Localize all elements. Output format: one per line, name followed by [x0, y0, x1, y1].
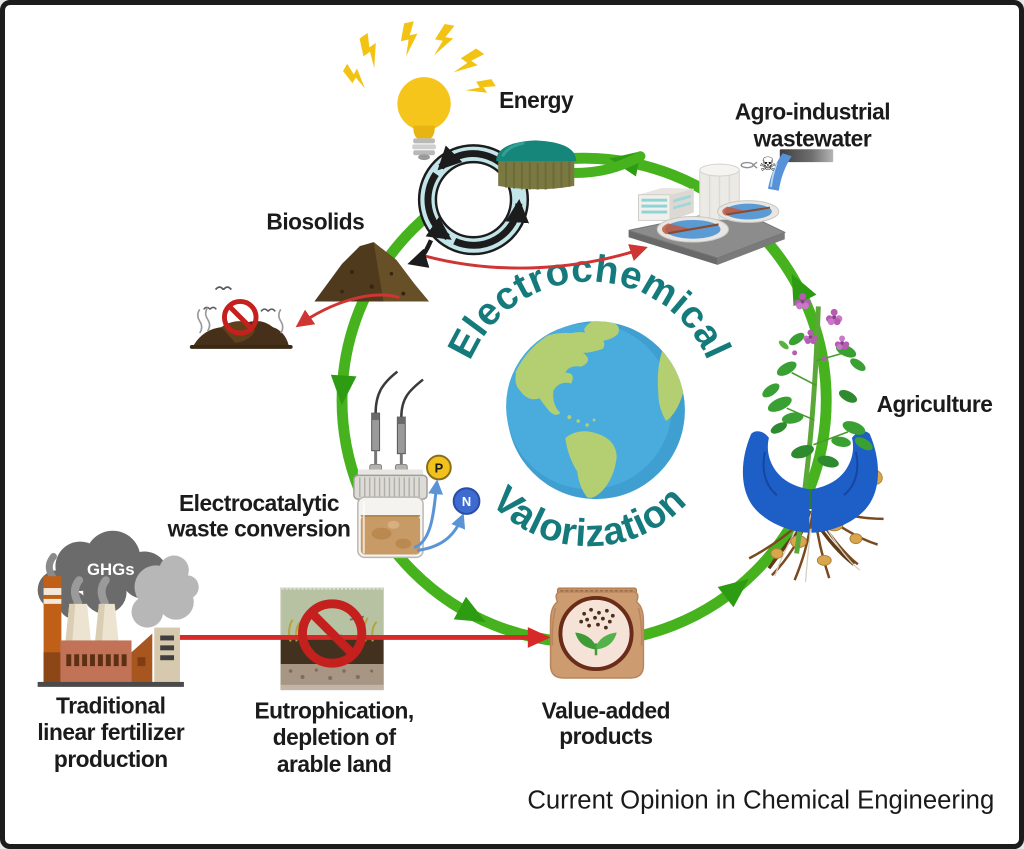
electrolysis-cell-icon: P N [353, 370, 481, 559]
globe-south-america [565, 431, 617, 498]
red-arrow-energy-to-plant [424, 244, 648, 270]
blue-arrow-to-phosphorus [413, 479, 444, 549]
cycle-arrowhead [328, 374, 357, 406]
prohibition-icon-large [298, 599, 367, 668]
water-streak [770, 162, 778, 187]
electrode-band [397, 417, 406, 425]
label-biosolids: Biosolids [266, 208, 364, 234]
red-arrowhead [527, 627, 551, 648]
toxic-water-stream [767, 153, 792, 191]
factory-icon [37, 576, 184, 687]
energy-group [340, 21, 648, 270]
label-value-added-line1: Value-added [542, 697, 670, 723]
light-bulb-icon [397, 77, 451, 161]
label-eutrophication-line1: Eutrophication, [255, 697, 414, 723]
black-arrow-to-biosolids [407, 239, 434, 268]
fish-skeleton-icon [740, 161, 758, 169]
nitrogen-marker: N [452, 487, 481, 515]
biosolids-group [189, 242, 429, 349]
fly-icon [202, 306, 218, 311]
nitrogen-symbol: N [462, 494, 471, 509]
prohibition-icon-small [221, 298, 259, 336]
label-electrocatalytic-line1: Electrocatalytic [179, 490, 339, 516]
odor-line [196, 308, 203, 334]
red-arrow-no-landfill [295, 293, 400, 328]
odor-line [204, 306, 211, 332]
phosphorus-marker: P [426, 454, 452, 481]
clarifier-tank [717, 200, 780, 223]
hands-icon [742, 431, 879, 533]
label-agro-wastewater-line1: Agro-industrial [735, 99, 890, 125]
recycle-ring-icon [417, 144, 530, 256]
label-traditional-line1: Traditional [56, 693, 165, 719]
label-traditional-line2: linear fertilizer [37, 719, 185, 745]
journal-attribution: Current Opinion in Chemical Engineering [527, 786, 994, 814]
globe-icon [506, 321, 685, 500]
cycle-spur [568, 151, 646, 178]
agriculture-group [742, 293, 884, 583]
fly-icon [260, 308, 277, 313]
plant-leaves-icon [762, 332, 873, 468]
seed-emblem [558, 595, 634, 672]
plant-building [637, 187, 694, 221]
label-agro-wastewater-line2: wastewater [753, 125, 872, 151]
electrode-wire [374, 370, 399, 414]
label-eutrophication-line2: depletion of [273, 724, 397, 750]
factory-group: GHGs [37, 530, 199, 687]
wastewater-plant-icon: ☠ [628, 149, 834, 265]
phosphorus-symbol: P [435, 460, 444, 475]
label-value-added-line2: products [559, 723, 652, 749]
label-electrocatalytic-line2: waste conversion [167, 516, 351, 542]
cap-rim [357, 469, 424, 477]
seed-dots [579, 607, 615, 630]
odor-line [277, 308, 284, 334]
label-eutrophication-line3: arable land [277, 751, 392, 777]
ghgs-label: GHGs [87, 560, 135, 579]
label-traditional-line3: production [54, 746, 168, 772]
sprout-icon [575, 632, 617, 656]
labels-layer: Energy Agro-industrial wastewater Biosol… [37, 87, 993, 777]
blue-arrow-to-nitrogen [416, 513, 466, 552]
globe-north-america [515, 332, 605, 415]
flowers-icon [792, 293, 850, 362]
pea-pod-icon [778, 340, 789, 350]
electrode-wire [400, 378, 424, 418]
fly-icon [214, 286, 233, 291]
fertilizer-bag-icon [549, 587, 645, 679]
compost-base [189, 344, 293, 349]
discharge-pipe [779, 149, 834, 163]
linear-path-arrow [179, 627, 551, 648]
skull-icon: ☠ [759, 153, 777, 176]
electrode-band [371, 413, 380, 421]
label-energy: Energy [499, 87, 574, 113]
label-agriculture: Agriculture [877, 391, 993, 417]
biosolids-pile-shade [373, 242, 429, 302]
energy-storage-icon [496, 140, 577, 190]
clarifier-tank [656, 215, 729, 243]
diagram-canvas: Electrochemical Valorization [37, 21, 994, 814]
